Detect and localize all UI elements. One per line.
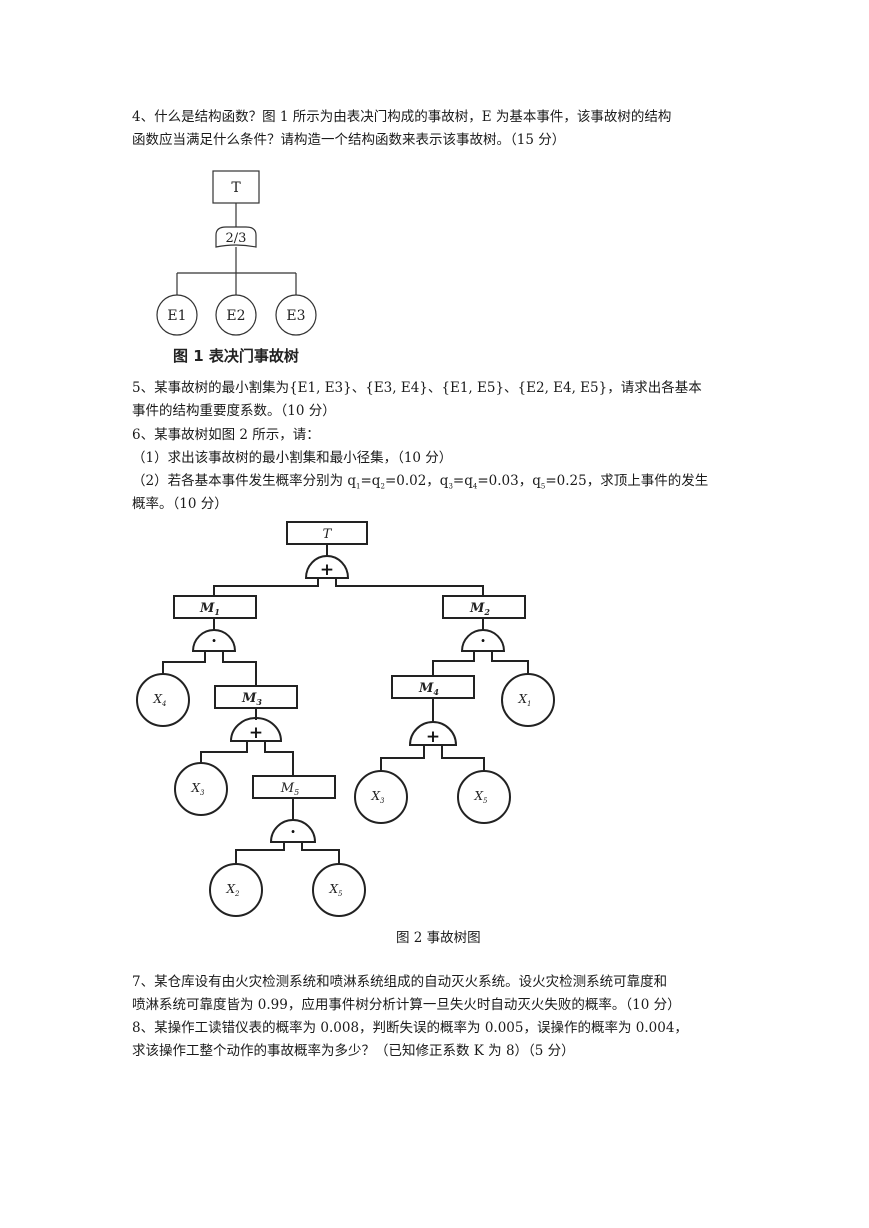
fig1-top-label: T: [231, 180, 241, 196]
q8-line2: 求该操作工整个动作的事故概率为多少？（已知修正系数 K 为 8）（5 分）: [132, 1043, 575, 1059]
fig2-and-gate-m2: [460, 629, 506, 652]
fig2-x3-circle-right: [354, 770, 408, 824]
fig1-event-e3-circle: [275, 294, 317, 336]
fig1-e3-label: E3: [286, 308, 305, 324]
fig2-x3-label-left: X3: [190, 781, 205, 797]
fig2-and-symbol-m2: ·: [480, 631, 486, 650]
q8-line1: 8、某操作工读错仪表的概率为 0.008，判断失误的概率为 0.005，误操作的…: [132, 1020, 688, 1036]
fig1-voting-gate: [215, 226, 257, 248]
fig1-event-e1-circle: [156, 294, 198, 336]
q6-sub-1: 1: [356, 482, 361, 491]
fig2-and-symbol-m5: ·: [290, 822, 296, 841]
figure1-caption: 图 1 表决门事故树: [173, 347, 299, 365]
fig2-x1-label: X1: [517, 692, 531, 708]
fig2-or-gate-m4: [408, 721, 458, 746]
fig2-x4-label: X4: [152, 692, 166, 708]
fig2-and-symbol-m1: ·: [211, 631, 217, 650]
fig2-m5-label: M5: [280, 781, 299, 797]
fig2-x5-label-right: X5: [473, 789, 488, 805]
fig2-m3-label: M3: [241, 691, 262, 707]
q6-sub-2: 2: [380, 482, 385, 491]
q7-line1: 7、某仓库设有由火灾检测系统和喷淋系统组成的自动灭火系统。设火灾检测系统可靠度和: [132, 974, 668, 990]
fig2-or-symbol-m3: +: [249, 723, 263, 743]
q6-text-b: =q: [360, 473, 381, 489]
fig2-x5-label-bottom: X5: [328, 882, 343, 898]
q6-sub-4: 4: [472, 482, 478, 491]
fig2-or-gate-m3: [229, 717, 283, 742]
fig2-and-gate-m5: [269, 819, 317, 843]
q6-line2: （1）求出该事故树的最小割集和最小径集，（10 分）: [132, 450, 453, 466]
q6-text-f: =0.25，求顶上事件的发生: [545, 473, 709, 489]
figure1-fault-tree: T 2/3 E1 E2 E3: [156, 170, 317, 336]
fig1-e2-label: E2: [226, 308, 245, 324]
fig2-or-symbol-top: +: [320, 560, 334, 580]
q4-line2: 函数应当满足什么条件？请构造一个结构函数来表示该事故树。（15 分）: [132, 132, 566, 148]
fig2-x2-label: X2: [225, 882, 240, 898]
q6-sub-3: 3: [448, 482, 453, 491]
fig2-m1-label: M1: [199, 601, 220, 617]
q6-text-c: =0.02，q: [384, 473, 449, 489]
q5-line1: 5、某事故树的最小割集为{E1, E3}、{E3, E4}、{E1, E5}、{…: [132, 380, 702, 396]
figure2-caption: 图 2 事故树图: [396, 930, 481, 946]
q5-line2: 事件的结构重要度系数。（10 分）: [132, 403, 336, 419]
q6-line4: 概率。（10 分）: [132, 496, 228, 512]
fig2-or-gate-top: [304, 555, 350, 579]
fig1-event-e2-circle: [215, 294, 257, 336]
q6-text-a: （2）若各基本事件发生概率分别为 q: [132, 473, 357, 489]
fig1-e1-label: E1: [167, 308, 186, 324]
q6-line3: （2）若各基本事件发生概率分别为 q1=q2=0.02，q3=q4=0.03，q…: [132, 471, 708, 497]
fig2-x3-circle-left: [174, 762, 228, 816]
q4-line1: 4、什么是结构函数？图 1 所示为由表决门构成的事故树，E 为基本事件，该事故树…: [132, 109, 672, 125]
fig2-x1-circle: [501, 673, 555, 727]
fig2-x5-circle-right: [457, 770, 511, 824]
fig2-or-symbol-m4: +: [426, 727, 440, 747]
fig2-top-label: T: [323, 527, 333, 542]
fig2-x5-circle-bottom: [312, 863, 366, 917]
fig2-x4-circle: [136, 673, 190, 727]
q6-sub-5: 5: [540, 482, 546, 491]
fig2-and-gate-m1: [191, 629, 237, 652]
q6-line1: 6、某事故树如图 2 所示，请：: [132, 427, 320, 443]
fig1-gate-label: 2/3: [226, 231, 247, 246]
fig2-x2-circle: [209, 863, 263, 917]
fig2-m2-label: M2: [469, 601, 490, 617]
q7-line2: 喷淋系统可靠度皆为 0.99，应用事件树分析计算一旦失火时自动灭火失败的概率。（…: [132, 997, 681, 1013]
q6-text-e: =0.03，q: [477, 473, 541, 489]
fig2-x3-label-right: X3: [370, 789, 385, 805]
fig2-m4-label: M4: [418, 681, 439, 697]
q6-text-d: =q: [452, 473, 473, 489]
